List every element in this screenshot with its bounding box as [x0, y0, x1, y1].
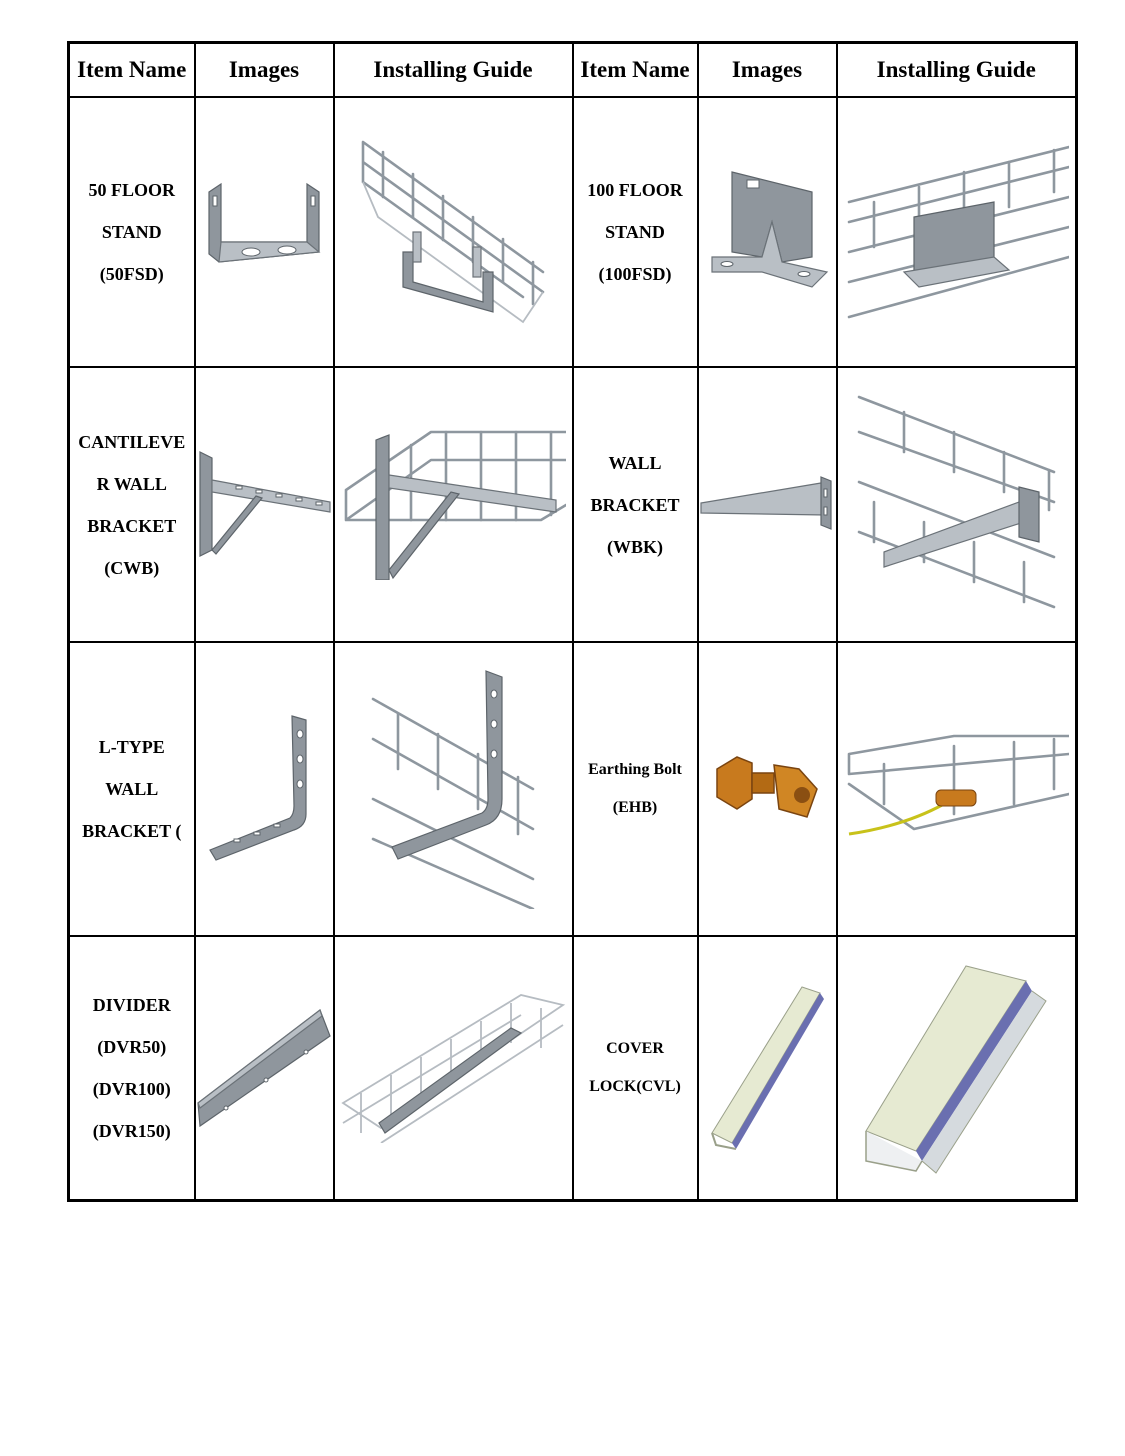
item-name-line: BRACKET [87, 515, 177, 536]
item-name-line: DIVIDER [92, 995, 171, 1016]
item-name-cell: DIVIDER (DVR50) (DVR100) (DVR150) [67, 935, 196, 1202]
floor-stand-50-icon [208, 182, 321, 263]
item-name-line: WALL [608, 452, 662, 473]
floor-stand-100-icon [711, 171, 829, 288]
earthing-bolt-icon [716, 756, 818, 819]
divider-install-icon [340, 994, 565, 1144]
item-name-line: BRACKET ( [82, 821, 182, 842]
floor-stand-50-install-icon [361, 140, 545, 324]
install-guide-cell [332, 96, 574, 368]
item-name-line: (100FSD) [598, 263, 672, 284]
divider-icon [197, 1009, 331, 1128]
item-name-line: WALL [105, 779, 159, 800]
item-name-line: (DVR150) [92, 1121, 171, 1142]
product-table: Item Name Images Installing Guide Item N… [67, 41, 1078, 1202]
install-guide-cell [835, 365, 1078, 644]
item-name-line: (DVR50) [97, 1037, 167, 1058]
install-guide-cell [835, 96, 1078, 368]
wall-bracket-install-icon [857, 395, 1056, 609]
image-cell [193, 641, 335, 938]
image-cell [193, 96, 335, 368]
item-name-line: (WBK) [607, 536, 663, 557]
item-name-line: 50 FLOOR [88, 179, 175, 200]
table-row: DIVIDER (DVR50) (DVR100) (DVR150) [67, 935, 1078, 1202]
item-name-line: BRACKET [590, 494, 680, 515]
item-name-cell: COVER LOCK(CVL) [571, 935, 699, 1202]
earthing-bolt-install-icon [847, 735, 1069, 836]
item-name-line: (CWB) [104, 557, 160, 578]
item-name-cell: Earthing Bolt (EHB) [571, 641, 699, 938]
image-cell [193, 935, 335, 1202]
install-guide-cell [332, 641, 574, 938]
item-name-cell: 50 FLOOR STAND (50FSD) [67, 96, 196, 368]
cover-lock-icon [711, 986, 824, 1151]
wall-bracket-icon [700, 475, 832, 530]
image-cell [696, 96, 838, 368]
item-name-line: LOCK(CVL) [589, 1078, 681, 1096]
header-installing-guide: Installing Guide [835, 41, 1078, 98]
item-name-line: L-TYPE [98, 737, 165, 758]
table-header-row: Item Name Images Installing Guide Item N… [67, 41, 1078, 98]
item-name-cell: WALL BRACKET (WBK) [571, 365, 699, 644]
cover-lock-install-icon [865, 965, 1047, 1174]
item-name-line: 100 FLOOR [587, 179, 683, 200]
l-type-bracket-icon [209, 715, 307, 862]
item-name-line: COVER [606, 1040, 664, 1058]
item-name-line: Earthing Bolt [588, 761, 682, 779]
image-cell [696, 641, 838, 938]
item-name-line: STAND [101, 221, 162, 242]
header-item-name: Item Name [571, 41, 699, 98]
item-name-cell: 100 FLOOR STAND (100FSD) [571, 96, 699, 368]
install-guide-cell [332, 365, 574, 644]
table-row: 50 FLOOR STAND (50FSD) [67, 96, 1078, 368]
cantilever-bracket-icon [199, 450, 331, 557]
image-cell [696, 365, 838, 644]
l-type-bracket-install-icon [371, 670, 535, 910]
item-name-cell: CANTILEVE R WALL BRACKET (CWB) [67, 365, 196, 644]
table-row: L-TYPE WALL BRACKET ( [67, 641, 1078, 938]
header-images: Images [696, 41, 838, 98]
item-name-line: STAND [605, 221, 665, 242]
header-images: Images [193, 41, 335, 98]
item-name-cell: L-TYPE WALL BRACKET ( [67, 641, 196, 938]
table-row: CANTILEVE R WALL BRACKET (CWB) [67, 365, 1078, 644]
image-cell [193, 365, 335, 644]
image-cell [696, 935, 838, 1202]
install-guide-cell [835, 935, 1078, 1202]
header-item-name: Item Name [67, 41, 196, 98]
item-name-line: R WALL [96, 473, 167, 494]
item-name-line: (EHB) [612, 799, 658, 817]
item-name-line: (50FSD) [99, 263, 164, 284]
floor-stand-100-install-icon [847, 145, 1069, 319]
header-installing-guide: Installing Guide [332, 41, 574, 98]
install-guide-cell [332, 935, 574, 1202]
item-name-line: (DVR100) [92, 1079, 171, 1100]
install-guide-cell [835, 641, 1078, 938]
item-name-line: CANTILEVE [78, 431, 186, 452]
cantilever-bracket-install-icon [344, 430, 566, 580]
